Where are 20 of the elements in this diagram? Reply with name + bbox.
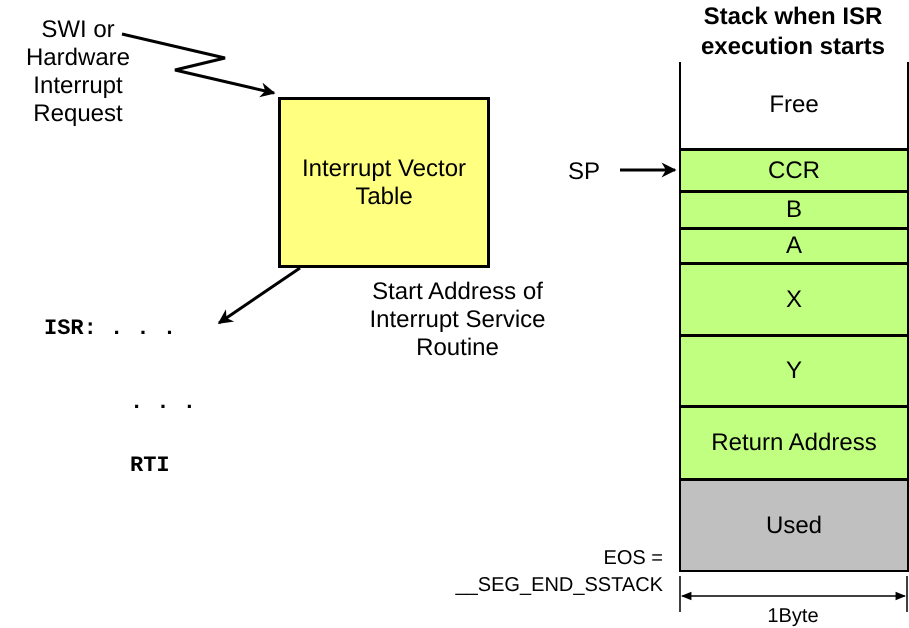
stack-cell: B xyxy=(681,190,907,227)
arrow xyxy=(122,32,276,98)
request-label: SWI or Hardware Interrupt Request xyxy=(14,16,142,128)
stack-heading: Stack when ISR execution starts xyxy=(700,2,886,62)
code-line: RTI xyxy=(130,453,170,478)
stack-cell: Used xyxy=(681,478,907,570)
pointer-label: SP xyxy=(556,158,612,186)
stack-cell: Y xyxy=(681,334,907,405)
vector-table-box: Interrupt Vector Table xyxy=(278,97,490,268)
code-line: ISR: . . . xyxy=(44,316,176,341)
stack-cell: CCR xyxy=(681,148,907,190)
arrow xyxy=(620,162,676,178)
end-of-stack-label: EOS = __SEG_END_SSTACK xyxy=(454,546,663,598)
stack-cell: X xyxy=(681,262,907,334)
stack-cell: Return Address xyxy=(681,405,907,478)
arrow xyxy=(218,266,301,324)
edge-label: Start Address of Interrupt Service Routine xyxy=(368,278,547,362)
code-line: . . . xyxy=(130,390,196,415)
dimension-label: 1Byte xyxy=(766,604,820,628)
stack-cell: A xyxy=(681,227,907,262)
